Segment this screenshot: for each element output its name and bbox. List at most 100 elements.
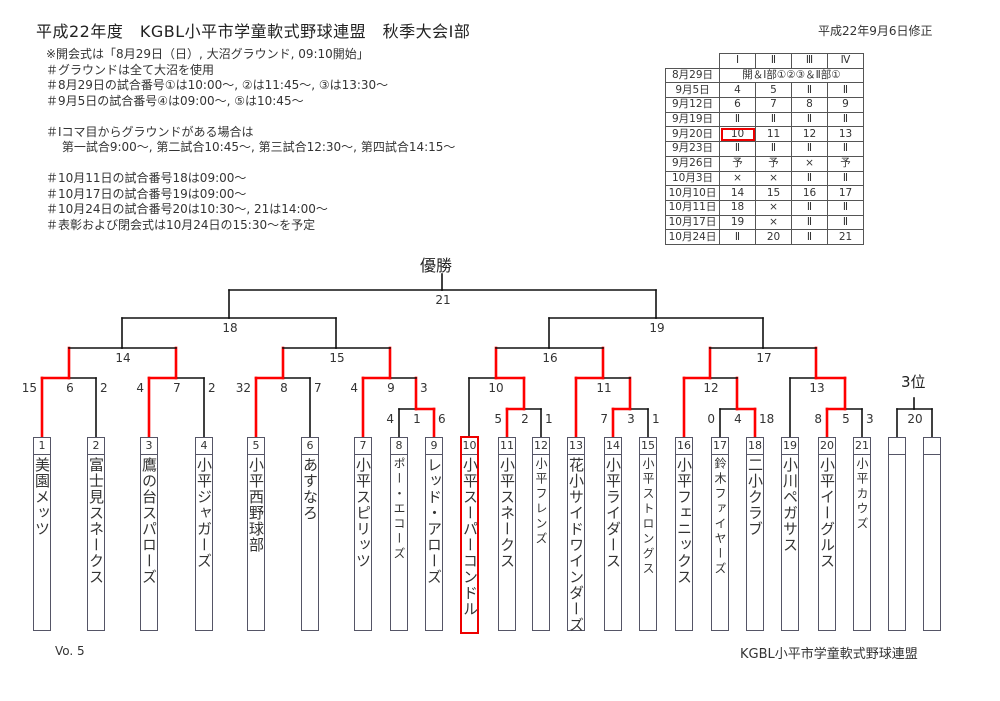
team-name: レッド・アローズ — [425, 457, 443, 585]
date-cell: 9月12日 — [665, 97, 720, 113]
match-number: 10 — [488, 381, 503, 395]
team-box: 2 富士見スネークス — [87, 437, 105, 631]
schedule-cell: 21 — [827, 229, 864, 245]
column-header: Ⅳ — [827, 53, 864, 69]
schedule-row: 9月26日予予×予 — [665, 155, 864, 172]
team-number: 7 — [355, 438, 371, 455]
team-box: 15 小平ストロングス — [639, 437, 657, 631]
team-number: 20 — [819, 438, 835, 455]
team-number: 8 — [391, 438, 407, 455]
team-name: 美園メッツ — [33, 457, 51, 537]
team-name: 花小サイドワインダーズ — [567, 457, 585, 633]
team-number: 4 — [196, 438, 212, 455]
schedule-cell: Ⅱ — [827, 111, 864, 128]
note-line: ＃10月11日の試合番号18は09:00～ — [46, 171, 247, 185]
date-cell: 10月24日 — [665, 229, 720, 245]
team-number — [889, 438, 905, 455]
team-name: 小平ジャガーズ — [195, 457, 213, 569]
date-cell: 9月23日 — [665, 141, 720, 157]
team-number: 11 — [499, 438, 515, 455]
team-box: 14 小平ライダース — [604, 437, 622, 631]
score-right: 2 — [100, 381, 108, 395]
score-left: 4 — [136, 381, 144, 395]
score-left: 32 — [236, 381, 251, 395]
revision-date: 平成22年9月6日修正 — [818, 24, 933, 38]
match-number: 21 — [435, 293, 450, 307]
team-box: 13 花小サイドワインダーズ — [567, 437, 585, 633]
team-name: 鈴木ファイヤーズ — [713, 457, 727, 577]
note-line: ＃10月24日の試合番号20は10:30～, 21は14:00～ — [46, 202, 328, 216]
team-number: 18 — [747, 438, 763, 455]
page-title: 平成22年度 KGBL小平市学童軟式野球連盟 秋季大会Ⅰ部 — [36, 22, 471, 41]
team-box: 18 二小クラブ — [746, 437, 764, 631]
match-number: 12 — [703, 381, 718, 395]
note-line: 第一試合9:00～, 第二試合10:45～, 第三試合12:30～, 第四試合1… — [46, 140, 456, 154]
match-number: 1 — [413, 412, 421, 426]
organization-label: KGBL小平市学童軟式野球連盟 — [740, 647, 918, 662]
team-number: 17 — [712, 438, 728, 455]
version-label: Vo. 5 — [55, 644, 85, 658]
note-line: ＃表彰および閉会式は10月24日の15:30～を予定 — [46, 217, 316, 232]
schedule-cell: Ⅱ — [791, 111, 828, 128]
team-name: 小平スーパーコンドル — [461, 457, 479, 617]
score-left: 5 — [494, 412, 502, 426]
score-right: 1 — [545, 412, 553, 426]
schedule-cell: 13 — [827, 126, 864, 143]
score-left: 0 — [707, 412, 715, 426]
team-name: 小平ライダース — [604, 457, 622, 569]
score-left: 7 — [600, 412, 608, 426]
schedule-cell: 20 — [755, 229, 792, 245]
match-number: 5 — [842, 412, 850, 426]
team-name: 二小クラブ — [746, 457, 764, 537]
team-name: ポー・エコーズ — [392, 457, 406, 562]
team-name: 富士見スネークス — [87, 457, 105, 585]
team-number: 15 — [640, 438, 656, 455]
team-number: 3 — [141, 438, 157, 455]
note-line: ＃Ⅰコマ目からグラウンドがある場合は — [46, 124, 254, 139]
team-box: 8 ポー・エコーズ — [390, 437, 408, 631]
match-number: 7 — [173, 381, 181, 395]
match-number: 20 — [907, 412, 922, 426]
schedule-cell: 9 — [827, 97, 864, 113]
match-number: 19 — [649, 321, 664, 335]
note-line: ※開会式は「8月29日（日）, 大沼グラウンド, 09:10開始」 — [46, 47, 369, 61]
team-number: 16 — [676, 438, 692, 455]
match-number: 8 — [280, 381, 288, 395]
team-number: 13 — [568, 438, 584, 455]
match-number: 4 — [734, 412, 742, 426]
score-right: 3 — [866, 412, 874, 426]
team-name: 小平ストロングス — [641, 457, 655, 577]
schedule-cell: 19 — [719, 214, 756, 231]
score-right: 3 — [420, 381, 428, 395]
schedule-cell: 4 — [719, 82, 756, 99]
team-name: 小平スピリッツ — [354, 457, 372, 569]
score-left: 4 — [350, 381, 358, 395]
team-number: 21 — [854, 438, 870, 455]
match-number: 15 — [329, 351, 344, 365]
score-right: 7 — [314, 381, 322, 395]
score-right: 1 — [652, 412, 660, 426]
team-number: 10 — [462, 438, 477, 455]
date-cell: 9月19日 — [665, 111, 720, 128]
team-number: 14 — [605, 438, 621, 455]
team-number: 2 — [88, 438, 104, 455]
team-number — [924, 438, 940, 455]
team-box — [923, 437, 941, 631]
team-name: 小平西野球部 — [247, 457, 265, 553]
match-number: 9 — [387, 381, 395, 395]
note-line: ＃8月29日の試合番号①は10:00～, ②は11:45～, ③は13:30～ — [46, 78, 389, 92]
